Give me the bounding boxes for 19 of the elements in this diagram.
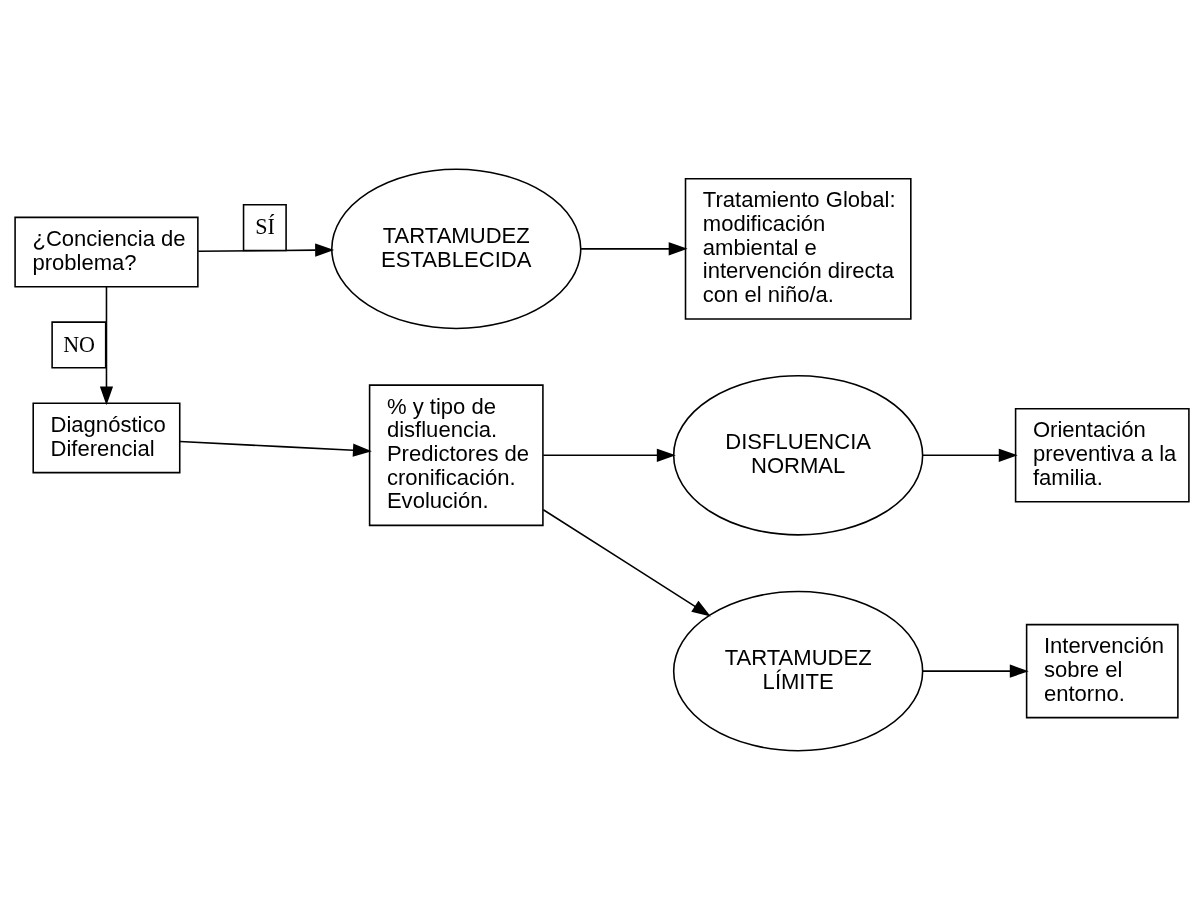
- edge-label: SÍ: [255, 213, 275, 239]
- node-box: Intervención sobre el entorno.: [1025, 623, 1179, 718]
- arrow: [197, 243, 335, 257]
- node-box: ¿Conciencia de problema?: [14, 216, 199, 287]
- edge-label: NO: [63, 331, 95, 357]
- node-ellipse: TARTAMUDEZ LÍMITE: [672, 590, 924, 751]
- arrow: [179, 440, 372, 457]
- node-box: Tratamiento Global: modificación ambiental e intervención directa con el niño/a.: [684, 177, 912, 320]
- arrow: [542, 448, 676, 462]
- node-ellipse: DISFLUENCIA NORMAL: [672, 374, 924, 536]
- arrow: [99, 285, 114, 405]
- node-box: % y tipo de disfluencia. Predictores de cronificación. Evolución.: [368, 383, 544, 526]
- arrow: [922, 664, 1029, 678]
- node-ellipse: TARTAMUDEZ ESTABLECIDA: [331, 168, 582, 329]
- node-box: Diagnóstico Diferencial: [32, 402, 181, 473]
- arrow: [580, 241, 688, 255]
- arrow: [922, 448, 1018, 462]
- arrow: [542, 508, 711, 616]
- node-box: Orientación preventiva a la familia.: [1014, 407, 1190, 503]
